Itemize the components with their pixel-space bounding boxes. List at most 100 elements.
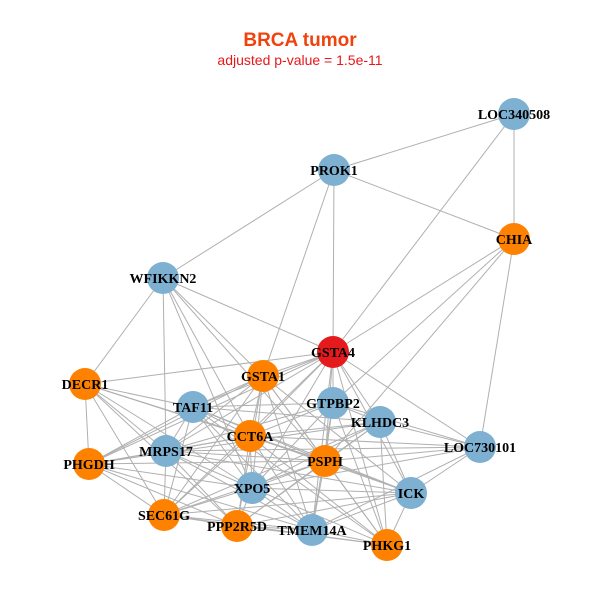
node-circle: [69, 368, 101, 400]
node-label: ICK: [398, 487, 425, 502]
node-circle: [395, 477, 427, 509]
node-label: GSTA1: [241, 370, 285, 385]
node-psph: PSPH: [307, 445, 343, 477]
node-label: PHKG1: [363, 539, 411, 554]
edge-GSTA1-PHGDH: [88, 375, 264, 465]
edge-TAF11-ICK: [192, 406, 412, 494]
edge-MRPS17-PPP2R5D: [165, 450, 238, 527]
node-label: SEC61G: [138, 509, 190, 524]
edge-GSTA1-MRPS17: [165, 375, 264, 452]
edge-GSTA1-ICK: [262, 375, 412, 494]
figure-title: BRCA tumor: [243, 30, 357, 51]
node-mrps17: MRPS17: [139, 435, 193, 467]
node-label: PSPH: [307, 455, 343, 470]
node-gtpbp2: GTPBP2: [306, 387, 360, 419]
node-loc340508: LOC340508: [478, 98, 550, 130]
edge-GSTA4-LOC730101: [332, 351, 481, 448]
node-cct6a: CCT6A: [227, 420, 275, 452]
edge-LOC340508-GSTA4: [332, 113, 515, 353]
node-tmem14a: TMEM14A: [277, 514, 347, 546]
edge-PROK1-GSTA1: [262, 169, 335, 377]
node-circle: [150, 435, 182, 467]
edge-XPO5-ICK: [251, 487, 412, 494]
node-label: KLHDC3: [351, 416, 409, 431]
node-xpo5: XPO5: [234, 472, 271, 504]
edge-DECR1-SEC61G: [84, 383, 165, 516]
node-circle: [247, 360, 279, 392]
node-label: MRPS17: [139, 445, 193, 460]
edge-TAF11-PHKG1: [192, 406, 388, 546]
node-label: GSTA4: [311, 346, 355, 361]
node-circle: [371, 529, 403, 561]
edge-PROK1-CHIA: [333, 169, 515, 240]
node-circle: [464, 431, 496, 463]
edge-ICK-TMEM14A: [311, 492, 412, 531]
edge-CHIA-LOC730101: [479, 238, 515, 448]
node-circle: [177, 391, 209, 423]
edge-TAF11-KLHDC3: [192, 406, 381, 423]
node-circle: [73, 448, 105, 480]
node-ick: ICK: [395, 477, 427, 509]
edge-CHIA-PSPH: [324, 238, 515, 462]
edge-PROK1-WFIKKN2: [162, 169, 335, 279]
node-circle: [236, 472, 268, 504]
node-phkg1: PHKG1: [363, 529, 411, 561]
node-ppp2r5d: PPP2R5D: [207, 510, 267, 542]
edge-PSPH-PPP2R5D: [236, 460, 326, 527]
edge-GSTA4-DECR1: [84, 351, 334, 385]
edge-TAF11-PHGDH: [88, 406, 194, 465]
node-label: TMEM14A: [277, 524, 347, 539]
node-label: XPO5: [234, 482, 271, 497]
edge-GSTA4-TMEM14A: [311, 351, 334, 531]
edge-TAF11-XPO5: [192, 406, 253, 489]
node-label: WFIKKN2: [130, 272, 197, 287]
node-gsta4: GSTA4: [311, 336, 355, 368]
edge-KLHDC3-LOC730101: [379, 421, 481, 448]
node-decr1: DECR1: [62, 368, 109, 400]
edge-DECR1-TAF11: [84, 383, 194, 408]
node-klhdc3: KLHDC3: [351, 406, 409, 438]
edge-TAF11-GTPBP2: [192, 402, 334, 408]
edge-LOC730101-PSPH: [324, 446, 481, 462]
edge-ICK-SEC61G: [163, 492, 412, 516]
node-label: PHGDH: [63, 458, 114, 473]
node-prok1: PROK1: [310, 154, 358, 186]
edge-MRPS17-PSPH: [165, 450, 326, 462]
edge-CHIA-GSTA4: [332, 238, 515, 353]
edge-PHGDH-PPP2R5D: [88, 463, 238, 527]
edge-PHGDH-PSPH: [88, 460, 326, 465]
node-label: LOC730101: [444, 441, 516, 456]
node-circle: [364, 406, 396, 438]
node-label: CHIA: [496, 233, 533, 248]
edge-WFIKKN2-GSTA1: [162, 277, 264, 377]
edge-WFIKKN2-GSTA4: [162, 277, 334, 353]
node-phgdh: PHGDH: [63, 448, 115, 480]
node-circle: [318, 154, 350, 186]
edge-GSTA1-TMEM14A: [262, 375, 313, 531]
node-circle: [498, 223, 530, 255]
node-label: TAF11: [173, 401, 213, 416]
node-circle: [221, 510, 253, 542]
edge-ICK-PPP2R5D: [236, 492, 412, 527]
edge-PROK1-GSTA4: [332, 169, 335, 353]
edge-CCT6A-LOC730101: [249, 435, 481, 448]
node-label: GTPBP2: [306, 397, 360, 412]
node-circle: [148, 499, 180, 531]
node-label: DECR1: [62, 378, 109, 393]
edge-LOC340508-PROK1: [333, 113, 515, 171]
edge-GSTA4-MRPS17: [165, 351, 334, 452]
node-circle: [309, 445, 341, 477]
node-label: CCT6A: [227, 430, 275, 445]
node-taf11: TAF11: [173, 391, 213, 423]
figure-subtitle: adjusted p-value = 1.5e-11: [217, 52, 383, 68]
edge-CHIA-GTPBP2: [332, 238, 515, 404]
node-loc730101: LOC730101: [444, 431, 516, 463]
node-circle: [234, 420, 266, 452]
node-circle: [317, 336, 349, 368]
node-chia: CHIA: [496, 223, 533, 255]
edge-GSTA1-SEC61G: [163, 375, 264, 516]
node-sec61g: SEC61G: [138, 499, 190, 531]
node-circle: [317, 387, 349, 419]
